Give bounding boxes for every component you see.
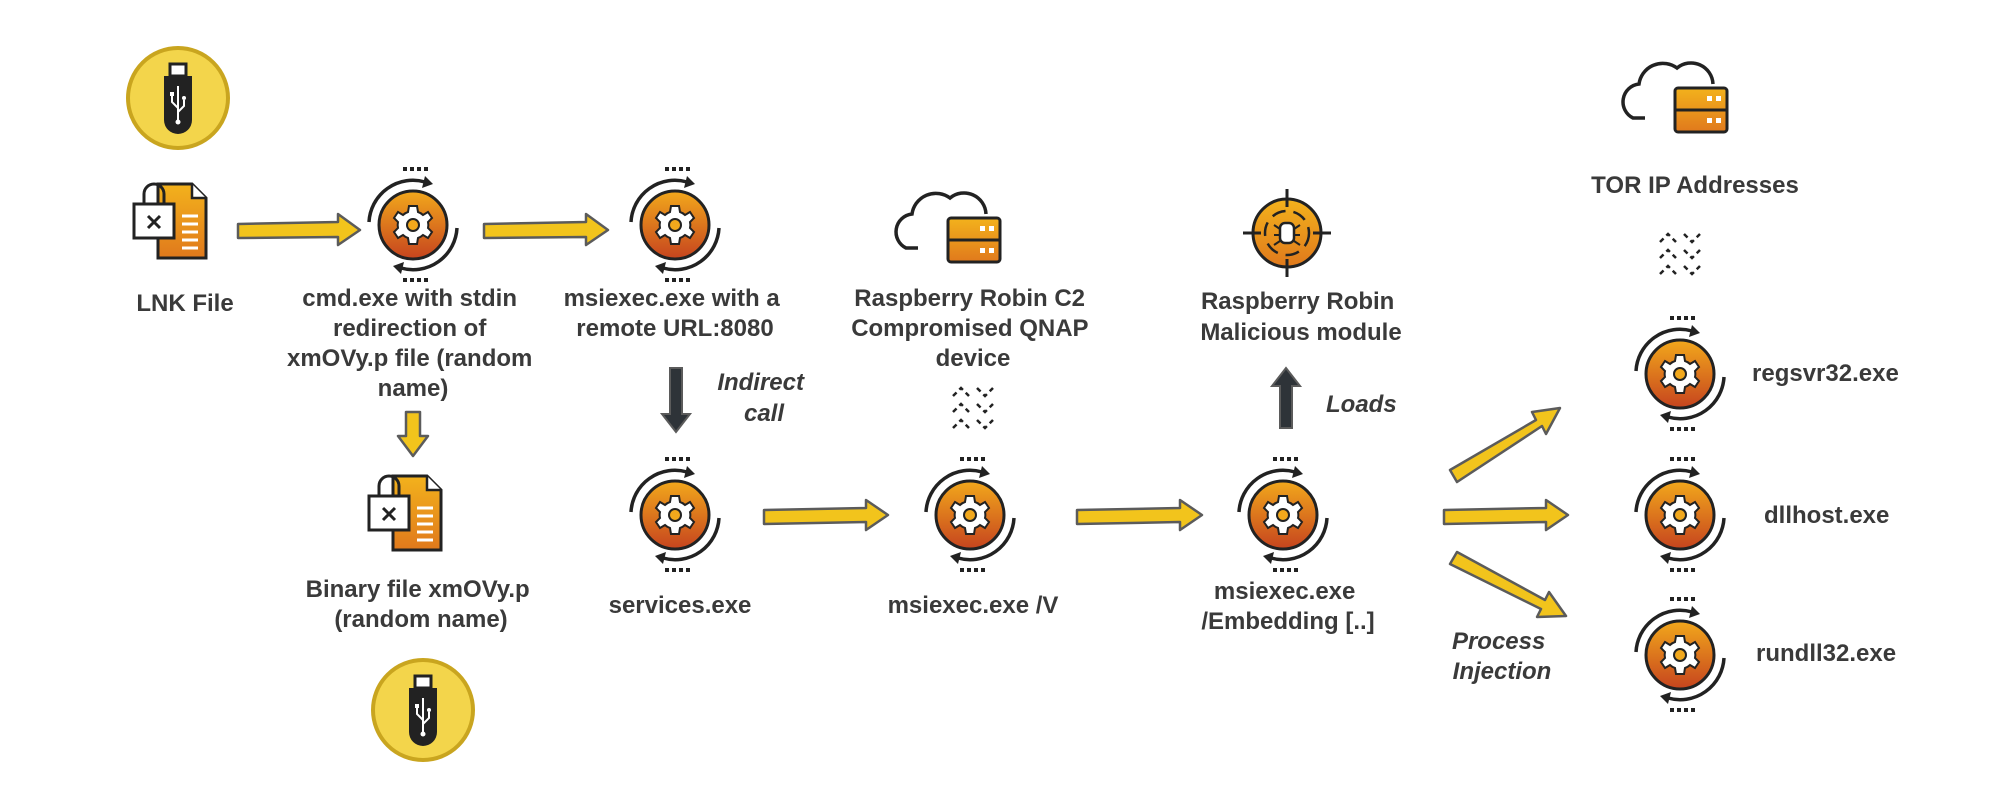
binary-file-icon (367, 474, 443, 552)
process-injection-label: Process Injection (1452, 628, 1552, 685)
process-gear-icon (1634, 595, 1726, 714)
binary-file-label: Binary file xmOVy.p (random name) (306, 576, 537, 633)
arrow-lnk-to-cmd (236, 212, 362, 247)
network-traffic-icon (951, 386, 995, 430)
c2-label: Raspberry Robin C2 Compromised QNAP devi… (851, 285, 1095, 372)
cmd-label: cmd.exe with stdin redirection of xmOVy.… (287, 285, 539, 402)
services-label: services.exe (609, 592, 752, 619)
loads-label: Loads (1326, 391, 1397, 418)
embedding-label: msiexec.exe /Embedding [..] (1201, 578, 1374, 635)
process-gear-icon (629, 165, 721, 284)
dark-arrows (659, 366, 1303, 434)
process-gear-icon (1237, 455, 1329, 574)
process-gear-icon (1634, 314, 1726, 433)
tor-label: TOR IP Addresses (1591, 172, 1799, 199)
cloud-server-icon (894, 191, 1002, 264)
cloud-server-icon (1621, 61, 1729, 134)
usb-drive-icon (371, 658, 475, 762)
arrow-cmd-to-binary (396, 410, 430, 458)
process-gear-icon (924, 455, 1016, 574)
usb-drive-icon (126, 46, 230, 150)
lnk-file-label: LNK File (136, 290, 233, 317)
arrow-indirect-call (659, 367, 693, 434)
arrow-services-to-msiexecv (762, 498, 890, 532)
module-label: Raspberry Robin Malicious module (1200, 288, 1401, 346)
arrow-loads (1269, 366, 1303, 429)
network-traffic-icon (1658, 232, 1702, 276)
arrow-to-regsvr (1448, 406, 1562, 484)
msiexec-v-label: msiexec.exe /V (888, 592, 1059, 619)
dllhost-label: dllhost.exe (1764, 502, 1889, 529)
process-gear-icon (367, 165, 459, 284)
msiexec-url-label: msiexec.exe with a remote URL:8080 (564, 285, 787, 342)
rundll-label: rundll32.exe (1756, 640, 1896, 667)
process-gear-icon (1634, 455, 1726, 574)
arrow-to-rundll (1448, 550, 1568, 619)
bug-target-icon (1243, 189, 1331, 277)
arrow-to-dllhost (1442, 498, 1570, 532)
flow-arrows (236, 212, 1570, 619)
lnk-file-icon (132, 182, 208, 260)
process-gear-icon (629, 455, 721, 574)
regsvr-label: regsvr32.exe (1752, 360, 1899, 387)
indirect-call-label: Indirect call (717, 369, 810, 427)
arrow-cmd-to-msiexec (482, 212, 610, 247)
arrow-msiexecv-to-embedding (1075, 498, 1204, 532)
